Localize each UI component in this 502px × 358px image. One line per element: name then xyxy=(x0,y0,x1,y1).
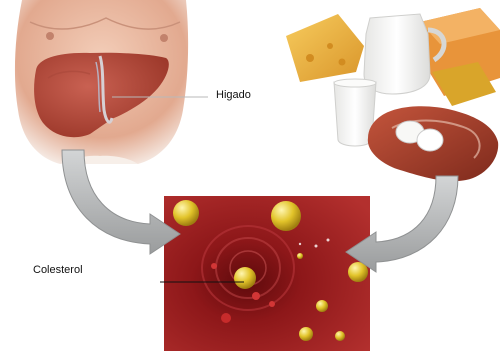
right-nipple xyxy=(160,34,168,42)
cholesterol-blob xyxy=(316,300,328,312)
liver-label: Higado xyxy=(216,89,251,101)
cholesterol-blob xyxy=(299,327,313,341)
cheese-wedge xyxy=(286,14,364,82)
cholesterol-blob xyxy=(173,200,199,226)
dairy-and-meat-foods-illustration xyxy=(286,8,500,181)
red-blood-cell xyxy=(221,313,231,323)
artery-cross-section-illustration xyxy=(160,196,370,351)
cholesterol-blob xyxy=(271,201,301,231)
cholesterol-blob xyxy=(234,267,256,289)
red-blood-cell xyxy=(269,301,275,307)
curved-arrow-left xyxy=(62,150,180,254)
left-nipple xyxy=(46,32,54,40)
cholesterol-label: Colesterol xyxy=(33,264,83,276)
cholesterol-blob xyxy=(335,331,345,341)
egg xyxy=(417,129,443,151)
red-blood-cell xyxy=(252,292,260,300)
torso-with-liver-illustration xyxy=(15,0,208,164)
cholesterol-blob xyxy=(297,253,303,259)
red-blood-cell xyxy=(211,263,217,269)
